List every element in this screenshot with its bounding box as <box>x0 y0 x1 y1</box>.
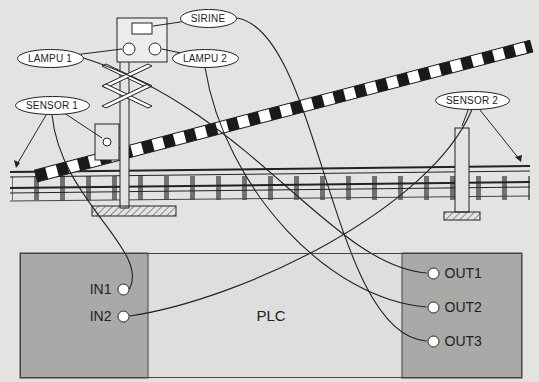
signal-wire <box>84 58 427 273</box>
oval-shape <box>15 96 89 114</box>
pin-label: OUT3 <box>445 333 482 349</box>
terminal-ring <box>428 336 439 347</box>
terminal-circle <box>427 267 440 280</box>
pin-label: IN1 <box>90 281 112 297</box>
signal-wire <box>205 68 427 308</box>
oval-shape <box>172 49 238 67</box>
terminal-circle <box>117 310 130 323</box>
terminal: OUT1 <box>427 265 482 281</box>
oval-shape <box>180 9 236 27</box>
callout-oval: LAMPU 2 <box>172 49 239 68</box>
input-panel <box>20 253 148 378</box>
leader-arrowhead <box>14 160 20 168</box>
callout-label: LAMPU 1 <box>28 53 72 64</box>
railway-track <box>10 166 530 201</box>
pin-label: OUT2 <box>445 299 482 315</box>
terminal-ring <box>428 302 439 313</box>
plc-box: PLC IN1IN2 OUT1OUT2OUT3 <box>20 253 522 378</box>
signal-pole <box>92 18 176 216</box>
callout-oval: SENSOR 1 <box>15 96 90 115</box>
terminal: OUT2 <box>427 299 482 315</box>
oval-shape <box>17 49 83 67</box>
terminal-circle <box>427 301 440 314</box>
signal-wire <box>52 115 133 290</box>
plc-label: PLC <box>256 307 285 324</box>
pin-label: IN2 <box>90 308 112 324</box>
callout-label: SENSOR 1 <box>26 100 78 111</box>
signal-wire <box>130 110 473 317</box>
terminal-ring <box>428 268 439 279</box>
terminal-circle <box>117 283 130 296</box>
terminal-ring <box>118 311 129 322</box>
callout-label: SIRINE <box>191 13 226 24</box>
signal-wire <box>237 18 427 341</box>
callout-oval: SIRINE <box>180 9 237 28</box>
callout-label: LAMPU 2 <box>183 53 227 64</box>
terminal-circle <box>427 335 440 348</box>
leader-lines <box>16 18 520 166</box>
leader-arrowhead <box>515 155 522 162</box>
callout-label: SENSOR 2 <box>446 95 498 106</box>
callout-oval: SENSOR 2 <box>435 91 510 110</box>
oval-shape <box>435 91 509 109</box>
terminal: IN2 <box>90 308 130 324</box>
terminal-ring <box>118 284 129 295</box>
terminal: OUT3 <box>427 333 482 349</box>
callout-oval: LAMPU 1 <box>17 49 84 68</box>
sensor-post <box>444 128 480 220</box>
pin-label: OUT1 <box>445 265 482 281</box>
terminal: IN1 <box>90 281 130 297</box>
